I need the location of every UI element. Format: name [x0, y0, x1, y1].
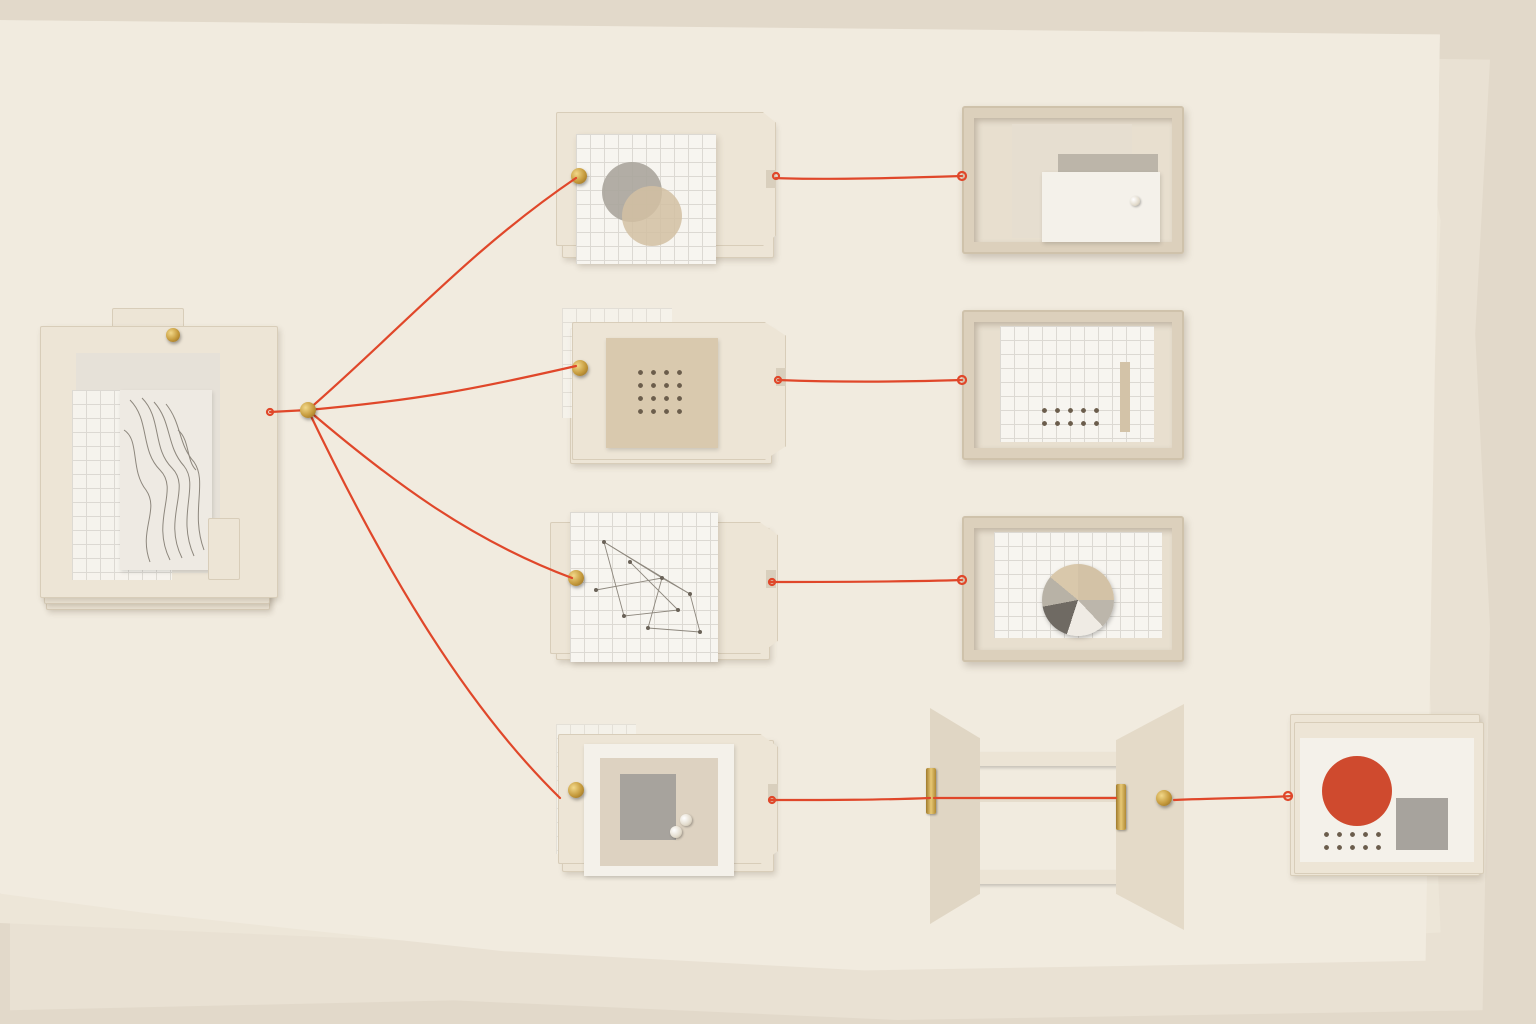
hinged-frame-icon — [920, 704, 1190, 934]
contour-map-icon — [120, 390, 212, 570]
source-card-stack — [40, 308, 280, 610]
tag-card-3 — [550, 512, 786, 668]
final-card — [1290, 714, 1490, 878]
tag-card-4 — [556, 724, 786, 880]
tray-box-3 — [962, 516, 1184, 662]
star-network-icon — [570, 512, 718, 662]
overlapping-circles-icon — [602, 162, 692, 252]
square-and-beads-icon — [584, 744, 734, 876]
tag-card-2 — [562, 308, 792, 464]
tag-card-1 — [556, 112, 786, 272]
source-tack-icon — [166, 328, 180, 342]
tray-box-2 — [962, 310, 1184, 460]
red-circle-and-grey-square-icon — [1300, 738, 1474, 862]
small-stacked-cards-icon — [1012, 124, 1162, 242]
tray-box-1 — [962, 106, 1184, 254]
pie-chart-disc-icon — [1042, 564, 1114, 636]
hub-tack-icon — [300, 402, 316, 418]
dot-row-with-bar-icon — [1000, 326, 1160, 452]
dot-grid-icon — [606, 338, 718, 448]
